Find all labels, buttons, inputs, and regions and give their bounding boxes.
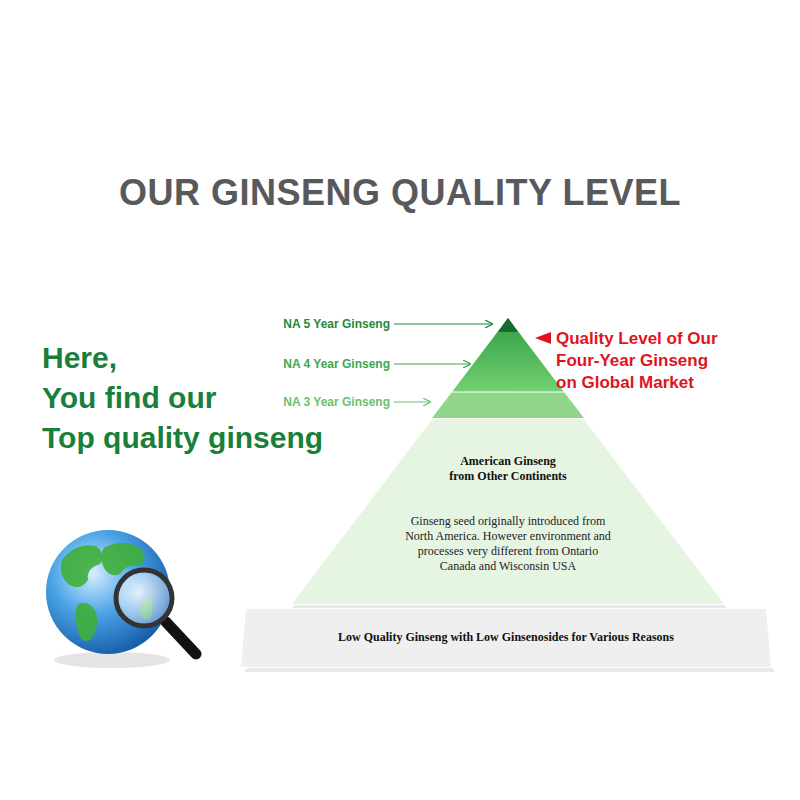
text-line: Ginseng seed originally introduced from	[290, 514, 726, 529]
text-line: Canada and Wisconsin USA	[290, 559, 726, 574]
globe-shadow	[54, 652, 170, 668]
text-line: on Global Market	[556, 372, 718, 394]
text-line: Here,	[42, 338, 323, 378]
continent	[61, 545, 102, 587]
band-outline	[240, 608, 772, 668]
text-line: North America. However environment and	[290, 529, 726, 544]
magnifier-handle	[166, 622, 196, 654]
continent	[75, 603, 97, 641]
band-outline	[290, 418, 726, 605]
text-line: from Other Continents	[290, 469, 726, 484]
tier-label: NA 5 Year Ginseng	[283, 317, 390, 331]
pyramid-band: Low Quality Ginseng with Low Ginsenoside…	[240, 608, 772, 668]
band-heading: American Ginseng from Other Continents	[290, 454, 726, 484]
text-line: processes very different from Ontario	[290, 544, 726, 559]
tier-label: NA 4 Year Ginseng	[283, 357, 390, 371]
leader-arrow	[394, 323, 492, 324]
title: OUR GINSENG QUALITY LEVEL	[0, 172, 800, 214]
pointer-arrow	[535, 332, 551, 344]
pyramid-top-layer	[452, 318, 564, 392]
magnifier-lens	[116, 570, 172, 626]
text-line: Quality Level of Our	[556, 328, 718, 350]
pyramid-band: American Ginseng from Other ContinentsGi…	[290, 418, 726, 605]
text-line: You find our	[42, 378, 323, 418]
leader-arrow	[394, 401, 430, 402]
text-line: Top quality ginseng	[42, 418, 323, 458]
leader-arrow	[394, 363, 470, 364]
pyramid-apex	[498, 318, 518, 332]
text-line: Four-Year Ginseng	[556, 350, 718, 372]
band-text: Low Quality Ginseng with Low Ginsenoside…	[240, 630, 772, 645]
promo-text: Here, You find our Top quality ginseng	[42, 338, 323, 458]
text-line: American Ginseng	[290, 454, 726, 469]
pyramid-band	[432, 392, 584, 418]
band-shape	[290, 418, 726, 605]
band-body: Ginseng seed originally introduced from …	[290, 514, 726, 574]
tier-label: NA 3 Year Ginseng	[283, 395, 390, 409]
callout-text: Quality Level of Our Four-Year Ginseng o…	[556, 328, 718, 394]
layer-divider	[452, 392, 564, 393]
